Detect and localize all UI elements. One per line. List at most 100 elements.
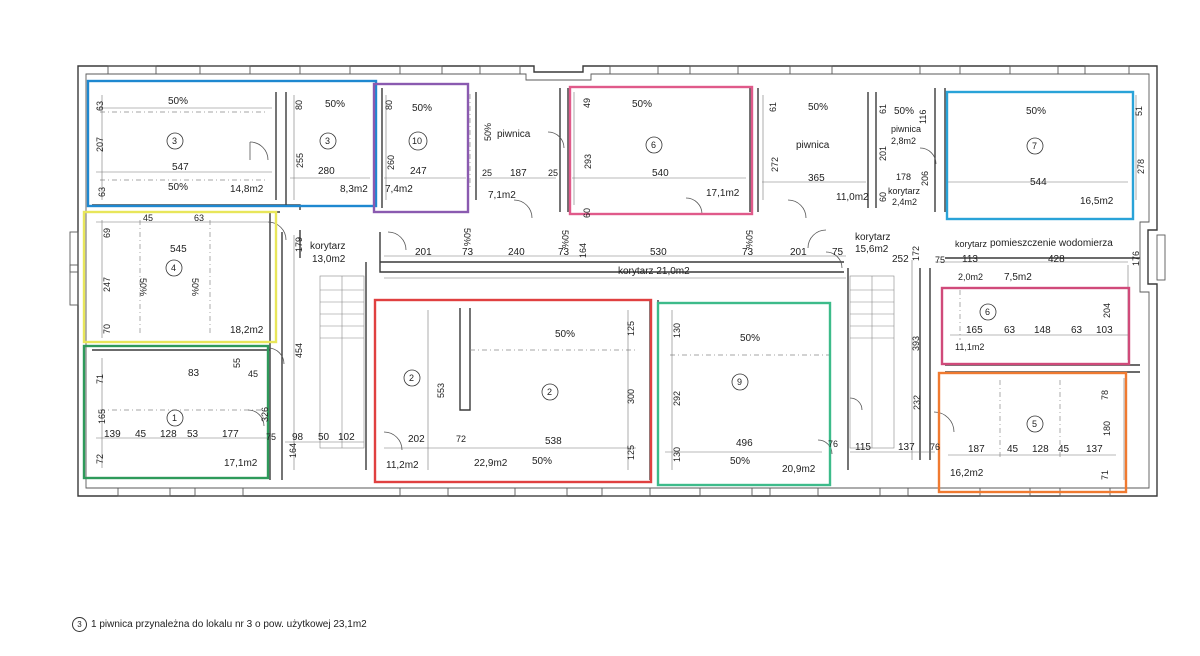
- dimension-label: 60: [878, 192, 888, 202]
- dimension-label: 116: [918, 110, 928, 124]
- room-1: 71 83 55 45 165 1 139 45 128 53 177 326 …: [95, 358, 276, 469]
- dimension-label: 63: [95, 101, 105, 111]
- dimension-label: 164: [288, 443, 298, 458]
- room-label: korytarz: [310, 241, 346, 252]
- dimension-label: 137: [898, 442, 915, 453]
- dimension-label: 73: [462, 247, 474, 258]
- room-number: 6: [985, 307, 990, 317]
- dashed-lines: [100, 94, 1061, 460]
- ratio-label: 50%: [632, 99, 652, 110]
- dimension-label: 139: [104, 429, 121, 440]
- dimension-label: 130: [672, 447, 682, 462]
- dimension-label: 545: [170, 244, 187, 255]
- room-korytarz-small: 178 korytarz 2,4m2 206 60: [878, 171, 930, 207]
- dimension-label: 61: [768, 102, 778, 112]
- room-number: 10: [412, 136, 422, 146]
- dimension-label: 365: [808, 173, 825, 184]
- room-area: 7,1m2: [488, 190, 516, 201]
- room-area: 8,3m2: [340, 184, 368, 195]
- ratio-label: 50%: [138, 278, 148, 296]
- corridor-4: korytarz 75 2,0m2: [935, 239, 988, 282]
- room-label: pomieszczenie wodomierza: [990, 238, 1113, 249]
- room-number: 3: [172, 136, 177, 146]
- room-area: 13,0m2: [312, 254, 346, 265]
- dimension-label: 187: [968, 444, 985, 455]
- outer-walls: [69, 65, 1166, 497]
- room-number-circle: [1026, 137, 1044, 155]
- dimension-label: 98: [292, 432, 304, 443]
- room-number-circle: [403, 369, 421, 387]
- room-area: 2,4m2: [892, 197, 917, 207]
- ratio-label: 50%: [1026, 106, 1046, 117]
- dimension-label: 75: [832, 247, 844, 258]
- dimension-label: 247: [410, 166, 427, 177]
- ratio-label: 50%: [744, 230, 754, 248]
- room-6b: 6 165 63 148 63 103 204 11,1m2: [955, 303, 1113, 352]
- room-area: 16,5m2: [1080, 196, 1114, 207]
- dimension-label: 148: [1034, 325, 1051, 336]
- dimension-label: 75: [935, 255, 945, 265]
- dimension-label: 553: [436, 383, 446, 398]
- dimension-label: 232: [912, 395, 922, 410]
- dimension-label: 240: [508, 247, 525, 258]
- dimension-label: 530: [650, 247, 667, 258]
- dimension-label: 53: [187, 429, 199, 440]
- dimension-label: 255: [295, 153, 305, 168]
- room-area: 16,2m2: [950, 468, 984, 479]
- dimension-label: 113: [962, 254, 978, 265]
- room-number-circle: [979, 303, 997, 321]
- room-number-circle: [1026, 415, 1044, 433]
- dimension-label: 278: [1136, 159, 1146, 174]
- dimension-label: 187: [510, 168, 527, 179]
- ratio-label: 50%: [560, 230, 570, 248]
- dimension-label: 50: [318, 432, 330, 443]
- dimension-label: 207: [95, 137, 105, 152]
- dimension-label: 71: [95, 374, 105, 384]
- dimension-label: 202: [408, 434, 425, 445]
- stairs: [319, 275, 895, 449]
- room-area: 18,2m2: [230, 325, 264, 336]
- room-area: 11,1m2: [955, 342, 984, 352]
- dimension-label: 71: [1100, 470, 1110, 480]
- dimension-label: 76: [930, 442, 940, 452]
- dimension-label: 125: [626, 321, 636, 336]
- dimension-label: 201: [878, 146, 888, 161]
- room-label: korytarz: [955, 239, 988, 249]
- room-number: 1: [172, 413, 177, 423]
- dimension-label: 128: [1032, 444, 1049, 455]
- dimension-label: 201: [415, 247, 432, 258]
- inner-walls: [92, 88, 1140, 480]
- ratio-label: 50%: [894, 106, 914, 117]
- dimension-label: 280: [318, 166, 335, 177]
- room-3b: 50% 3 280 255 80 8,3m2: [294, 99, 368, 195]
- room-number-circle: [165, 259, 183, 277]
- room-number: 3: [325, 136, 330, 146]
- dimension-label: 103: [1096, 325, 1113, 336]
- dimension-lines: [96, 92, 1137, 480]
- dimension-label: 177: [222, 429, 239, 440]
- dimension-label: 61: [878, 104, 888, 114]
- corridor-1: korytarz 13,0m2 179 454: [294, 237, 346, 358]
- room-area: 17,1m2: [224, 458, 258, 469]
- room-number-circle: [731, 373, 749, 391]
- dimension-label: 179: [294, 237, 304, 252]
- room-area: 7,4m2: [385, 184, 413, 195]
- dimension-label: 25: [548, 168, 558, 178]
- legend-text: 1 piwnica przynależna do lokalu nr 3 o p…: [91, 619, 367, 630]
- dimension-label: 272: [770, 157, 780, 172]
- room-piwnica-2: 50% piwnica 365 272 61 11,0m2: [768, 102, 869, 203]
- dimension-label: 80: [294, 100, 304, 110]
- dimension-label: 544: [1030, 177, 1047, 188]
- ratio-label: 50%: [462, 228, 472, 246]
- dimension-label: 63: [97, 187, 107, 197]
- ratio-label: 50%: [483, 123, 493, 141]
- dimension-label: 78: [1100, 390, 1110, 400]
- dimension-label: 63: [1004, 325, 1016, 336]
- room-3a: 50% 3 547 207 63 63 50% 14,8m2: [95, 96, 264, 197]
- room-label: korytarz 21,0m2: [618, 266, 690, 277]
- room-area: 22,9m2: [474, 458, 508, 469]
- room-number-circle: [541, 383, 559, 401]
- dimension-label: 115: [855, 442, 871, 453]
- room-area: 2,0m2: [958, 272, 983, 282]
- dimension-label: 83: [188, 368, 200, 379]
